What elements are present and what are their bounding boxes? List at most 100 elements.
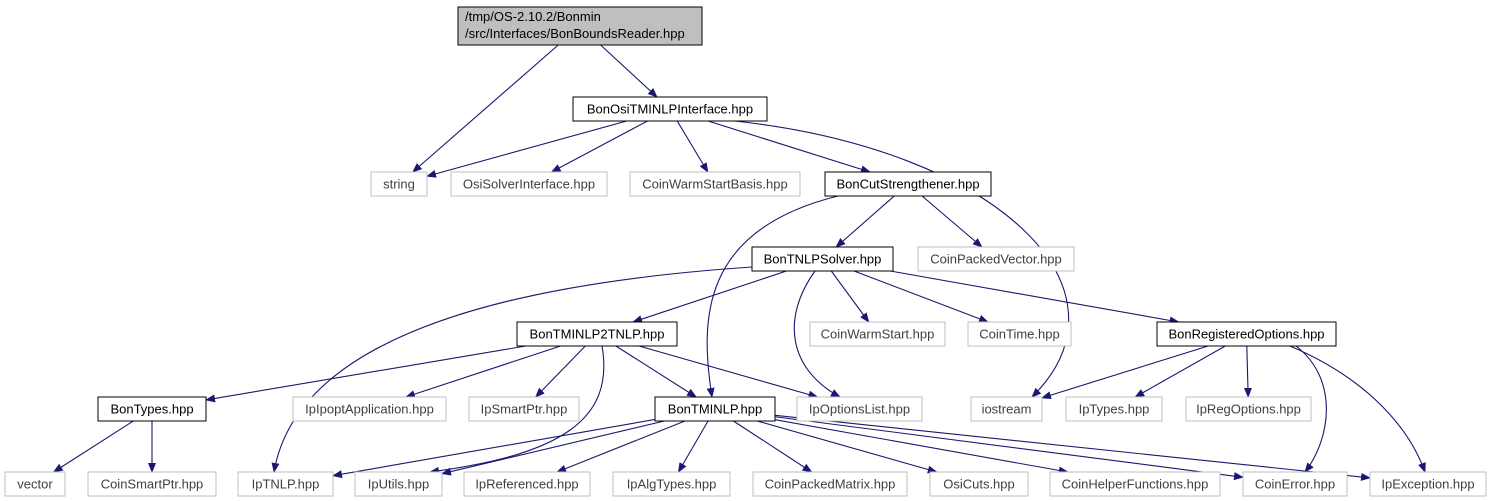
node-label: IpReferenced.hpp [475, 477, 578, 492]
node-box [824, 171, 992, 197]
node-label: CoinHelperFunctions.hpp [1062, 477, 1209, 492]
edge-tminlp2tnlp-to-ipopt_app [404, 345, 561, 398]
node-label: IpAlgTypes.hpp [627, 477, 717, 492]
edge-reg_opts-to-ip_types [1134, 345, 1226, 398]
edge-tminlp-to-coin_error [774, 416, 1244, 481]
node-label: BonTypes.hpp [110, 402, 193, 417]
edge-tminlp2tnlp-to-ip_optlist [638, 345, 819, 399]
node-ip_types: IpTypes.hpp [1065, 396, 1163, 422]
edge-tminlp-to-ip_tnlp [332, 418, 656, 479]
node-box [354, 471, 443, 497]
edge-reg_opts-to-ip_exc [1289, 345, 1426, 473]
node-box [929, 471, 1029, 497]
node-label: CoinSmartPtr.hpp [101, 477, 204, 492]
node-label: vector [17, 477, 53, 492]
edges [52, 44, 1426, 481]
node-label: IpOptionsList.hpp [809, 402, 910, 417]
node-osi_tminlp[interactable]: BonOsiTMINLPInterface.hpp [572, 96, 768, 122]
node-label: BonTMINLP.hpp [668, 402, 762, 417]
edge-bon_types-to-vector [52, 420, 134, 473]
node-box [654, 396, 776, 422]
edge-tminlp2tnlp-to-bon_types [205, 345, 526, 403]
node-ip_optlist: IpOptionsList.hpp [796, 396, 923, 422]
edge-osi_tminlp-to-cut_str [707, 120, 871, 174]
node-label: OsiCuts.hpp [943, 477, 1015, 492]
node-box [1185, 396, 1312, 422]
node-box [463, 471, 591, 497]
node-label: OsiSolverInterface.hpp [463, 177, 595, 192]
node-label: BonOsiTMINLPInterface.hpp [587, 102, 753, 117]
node-box [457, 6, 703, 46]
node-ip_regopts: IpRegOptions.hpp [1185, 396, 1312, 422]
node-tnlp_solver[interactable]: BonTNLPSolver.hpp [751, 246, 894, 272]
edge-tminlp-to-ip_exc [774, 414, 1371, 481]
edge-reg_opts-to-ip_regopts [1243, 345, 1252, 398]
node-iostream: iostream [970, 396, 1043, 422]
node-box [1369, 471, 1487, 497]
node-label: CoinWarmStart.hpp [821, 327, 935, 342]
node-coin_pm: CoinPackedMatrix.hpp [752, 471, 908, 497]
node-box [629, 171, 801, 197]
edge-tnlp_solver-to-ip_tnlp [271, 266, 753, 473]
edge-cut_str-to-tminlp [706, 195, 839, 398]
node-coin_ws_basis: CoinWarmStartBasis.hpp [629, 171, 801, 197]
edge-tnlp_solver-to-reg_opts [890, 270, 1180, 325]
node-label: IpIpoptApplication.hpp [305, 402, 434, 417]
node-box [97, 396, 207, 422]
node-coin_error: CoinError.hpp [1242, 471, 1348, 497]
node-osi_solver: OsiSolverInterface.hpp [450, 171, 608, 197]
node-vector: vector [4, 471, 66, 497]
edge-tnlp_solver-to-tminlp2tnlp [632, 270, 787, 323]
node-ip_utils: IpUtils.hpp [354, 471, 443, 497]
node-ipopt_app: IpIpoptApplication.hpp [292, 396, 447, 422]
node-box [292, 396, 447, 422]
node-coin_ws: CoinWarmStart.hpp [809, 321, 946, 347]
node-tminlp[interactable]: BonTMINLP.hpp [654, 396, 776, 422]
edge-root-to-string [411, 44, 559, 173]
node-label: /src/Interfaces/BonBoundsReader.hpp [465, 26, 685, 41]
node-box [1242, 471, 1348, 497]
node-label: BonRegisteredOptions.hpp [1168, 327, 1324, 342]
node-box [751, 246, 894, 272]
node-label: BonTMINLP2TNLP.hpp [530, 327, 665, 342]
node-label: CoinError.hpp [1255, 477, 1335, 492]
node-box [370, 171, 428, 197]
node-tminlp2tnlp[interactable]: BonTMINLP2TNLP.hpp [516, 321, 678, 347]
node-label: BonCutStrengthener.hpp [836, 177, 979, 192]
node-label: IpException.hpp [1381, 477, 1474, 492]
nodes: /tmp/OS-2.10.2/Bonmin/src/Interfaces/Bon… [4, 6, 1487, 497]
node-ip_ref: IpReferenced.hpp [463, 471, 591, 497]
node-ip_tnlp: IpTNLP.hpp [237, 471, 334, 497]
node-label: IpTypes.hpp [1079, 402, 1150, 417]
node-box [1065, 396, 1163, 422]
node-coin_pv: CoinPackedVector.hpp [917, 246, 1075, 272]
node-coin_smart: CoinSmartPtr.hpp [87, 471, 217, 497]
node-label: IpTNLP.hpp [252, 477, 320, 492]
edge-tminlp2tnlp-to-tminlp [615, 345, 697, 398]
edge-tnlp_solver-to-coin_time [853, 270, 989, 323]
node-label: IpUtils.hpp [368, 477, 429, 492]
node-reg_opts[interactable]: BonRegisteredOptions.hpp [1156, 321, 1337, 347]
edge-osi_tminlp-to-coin_ws_basis [676, 120, 709, 173]
edge-tminlp2tnlp-to-ip_utils [429, 345, 605, 475]
node-box [4, 471, 66, 497]
node-box [1156, 321, 1337, 347]
node-cut_str[interactable]: BonCutStrengthener.hpp [824, 171, 992, 197]
edge-cut_str-to-coin_pv [921, 195, 983, 248]
node-box [87, 471, 217, 497]
node-root[interactable]: /tmp/OS-2.10.2/Bonmin/src/Interfaces/Bon… [457, 6, 703, 46]
edge-tminlp-to-ip_utils [441, 420, 665, 476]
node-box [237, 471, 334, 497]
edge-root-to-osi_tminlp [600, 44, 658, 98]
node-label: CoinTime.hpp [979, 327, 1059, 342]
node-label: string [383, 177, 415, 192]
node-osi_cuts: OsiCuts.hpp [929, 471, 1029, 497]
node-bon_types[interactable]: BonTypes.hpp [97, 396, 207, 422]
edge-tminlp-to-coin_helper [774, 419, 1069, 475]
node-ip_alg: IpAlgTypes.hpp [612, 471, 731, 497]
node-box [612, 471, 731, 497]
edge-tnlp_solver-to-coin_ws [830, 270, 870, 323]
edge-osi_tminlp-to-iostream [734, 120, 1070, 398]
node-label: CoinPackedMatrix.hpp [765, 477, 896, 492]
node-box [468, 396, 580, 422]
